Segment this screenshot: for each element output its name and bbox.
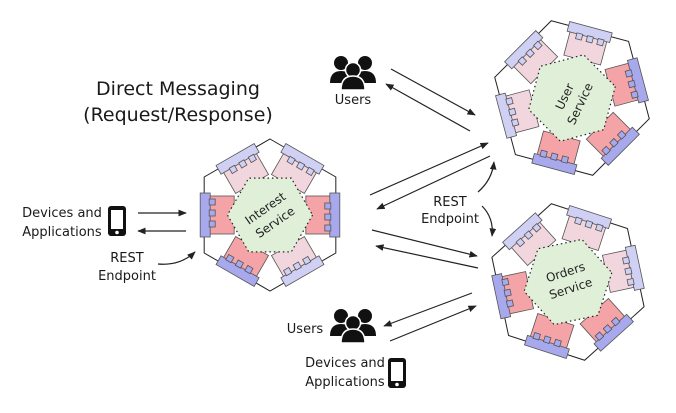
port-square bbox=[228, 164, 238, 175]
arrow-rest-to-user-service bbox=[477, 161, 497, 193]
port-square bbox=[302, 255, 312, 266]
title-line2: (Request/Response) bbox=[83, 104, 273, 126]
port-square bbox=[624, 267, 633, 276]
arrow-rest-to-orders-service bbox=[481, 205, 497, 237]
arrow-users-to-user-service bbox=[390, 68, 476, 116]
interest-core-hexagon bbox=[226, 177, 314, 253]
user-adapter-5 bbox=[563, 21, 613, 69]
rest-endpoint-left-line1: REST bbox=[110, 251, 143, 266]
port-bar bbox=[199, 192, 211, 238]
port-square bbox=[531, 222, 542, 233]
port-square bbox=[238, 159, 248, 169]
smartphone-icon bbox=[108, 206, 126, 236]
rest-endpoint-middle-line2: Endpoint bbox=[421, 212, 479, 227]
port-square bbox=[510, 118, 520, 127]
arrow-orders-service-to-interest bbox=[375, 244, 479, 269]
smartphone-icon bbox=[388, 358, 406, 388]
port-square bbox=[596, 38, 605, 47]
port-square bbox=[622, 256, 631, 265]
port-square bbox=[324, 224, 332, 232]
port-square bbox=[585, 35, 594, 44]
port-square bbox=[234, 259, 245, 269]
orders-adapter-3 bbox=[491, 271, 538, 320]
user-core-hexagon bbox=[528, 54, 616, 142]
port-square bbox=[627, 79, 636, 89]
rest-endpoint-middle-line1: REST bbox=[433, 195, 466, 210]
users-icon bbox=[330, 309, 376, 344]
devices-bottom-label-line1: Devices and bbox=[305, 356, 385, 371]
port-square bbox=[283, 266, 293, 277]
port-square bbox=[525, 48, 535, 59]
port-square bbox=[247, 153, 257, 164]
rest-endpoint-left-line2: Endpoint bbox=[98, 269, 156, 284]
port-square bbox=[295, 161, 306, 171]
port-square bbox=[575, 32, 584, 41]
users-bottom-label: Users bbox=[287, 322, 324, 337]
arrow-user-service-to-users bbox=[385, 83, 471, 132]
arrow-orders-to-users bbox=[383, 292, 473, 327]
services-layer bbox=[199, 20, 650, 361]
arrow-user-service-to-interest bbox=[376, 155, 491, 210]
interest-service bbox=[199, 138, 341, 292]
port-square bbox=[515, 237, 526, 248]
user-service bbox=[494, 20, 650, 176]
port-square bbox=[594, 331, 605, 342]
orders-service bbox=[491, 203, 645, 361]
port-square bbox=[324, 202, 332, 210]
port-square bbox=[292, 261, 302, 271]
port-square bbox=[286, 155, 296, 166]
port-square bbox=[630, 90, 639, 99]
port-bar bbox=[329, 192, 341, 238]
port-square bbox=[324, 213, 332, 221]
port-square bbox=[553, 338, 562, 348]
arrow-rest-left bbox=[157, 251, 196, 265]
port-square bbox=[208, 198, 216, 206]
port-square bbox=[505, 299, 514, 308]
port-square bbox=[616, 130, 627, 140]
port-square bbox=[244, 264, 254, 275]
port-square bbox=[584, 220, 594, 229]
port-square bbox=[533, 40, 543, 51]
users-top-label: Users bbox=[335, 93, 372, 108]
port-square bbox=[609, 137, 619, 148]
title-line1: Direct Messaging bbox=[96, 78, 260, 100]
port-square bbox=[505, 97, 514, 106]
port-square bbox=[574, 216, 583, 226]
port-square bbox=[539, 149, 548, 158]
devices-bottom-label-line2: Applications bbox=[305, 375, 385, 390]
port-square bbox=[225, 253, 235, 264]
interest-adapter-4 bbox=[215, 142, 270, 195]
port-square bbox=[550, 152, 559, 161]
devices-left-label-line1: Devices and bbox=[22, 206, 102, 221]
port-square bbox=[624, 69, 634, 78]
users-icon bbox=[330, 56, 376, 91]
port-square bbox=[523, 230, 534, 240]
port-square bbox=[208, 220, 216, 228]
port-square bbox=[610, 316, 621, 327]
port-square bbox=[517, 56, 528, 66]
port-square bbox=[601, 145, 611, 156]
port-square bbox=[602, 324, 613, 334]
port-square bbox=[542, 335, 552, 344]
orders-adapter-2 bbox=[523, 311, 575, 359]
port-square bbox=[560, 155, 569, 164]
port-square bbox=[508, 107, 517, 117]
arrow-interest-to-user-service bbox=[369, 142, 489, 196]
port-square bbox=[595, 223, 604, 233]
arrow-users-to-orders bbox=[389, 305, 477, 342]
port-square bbox=[503, 288, 512, 297]
devices-left-label-line2: Applications bbox=[22, 225, 102, 240]
port-square bbox=[501, 277, 510, 287]
port-square bbox=[208, 209, 216, 217]
port-square bbox=[532, 331, 541, 341]
port-square bbox=[305, 166, 315, 177]
port-square bbox=[626, 277, 635, 287]
orders-core-hexagon bbox=[523, 238, 613, 326]
arrow-interest-to-orders-service bbox=[371, 229, 478, 258]
